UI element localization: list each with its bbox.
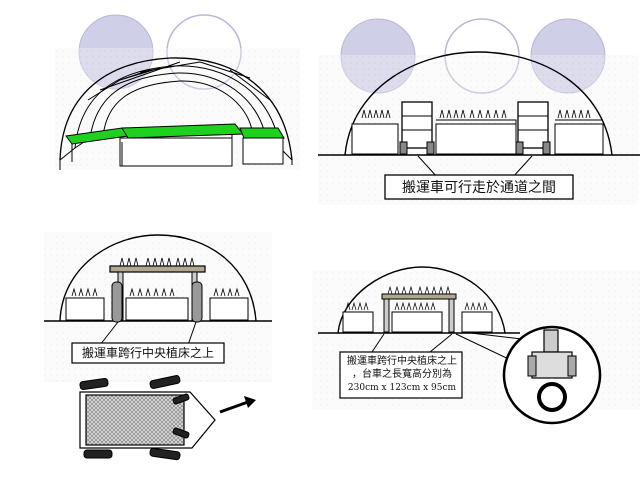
callout-dim-line2: ，台車之長寬高分別為 [352, 367, 452, 380]
callout-dim-line3: 230cm x 123cm x 95cm [348, 383, 457, 393]
cart-left [399, 101, 435, 155]
wheel-icon [537, 382, 567, 412]
callout-aisle-text: 搬運車可行走於通道之間 [402, 179, 556, 196]
callout-box-straddle [71, 342, 225, 364]
bench-center [435, 123, 517, 155]
green-benches [65, 123, 285, 167]
direction-arrow [219, 400, 249, 414]
callout-straddle-text: 搬運車跨行中央植床之上 [82, 345, 214, 360]
callout-box-aisle [384, 174, 574, 200]
greenhouse-arch [59, 234, 257, 322]
cart-deck [85, 394, 185, 446]
callout-box-dimensions [339, 351, 463, 399]
cart-right [515, 101, 551, 155]
panel-perspective-greenhouse [55, 48, 300, 170]
bench-left [351, 123, 399, 155]
panel-straddle-cart-section: 搬運車跨行中央植床之上 [44, 232, 272, 461]
straddle-cart [109, 265, 206, 323]
bench-right [554, 123, 604, 155]
greenhouse-arch [344, 51, 613, 156]
callout-dim-line1: 搬運車跨行中央植床之上 [347, 354, 457, 367]
cart-top-view [79, 375, 256, 461]
plants-row [361, 109, 591, 119]
panel-aisle-cart-section: 搬運車可行走於通道之間 [318, 51, 640, 205]
panel-cart-dimensions-section: 搬運車跨行中央植床之上 ，台車之長寬高分別為 230cm x 123cm x 9… [312, 266, 640, 425]
straddle-cart-small [381, 293, 457, 333]
wheel-detail [527, 329, 577, 412]
greenhouse-arch [337, 266, 506, 334]
